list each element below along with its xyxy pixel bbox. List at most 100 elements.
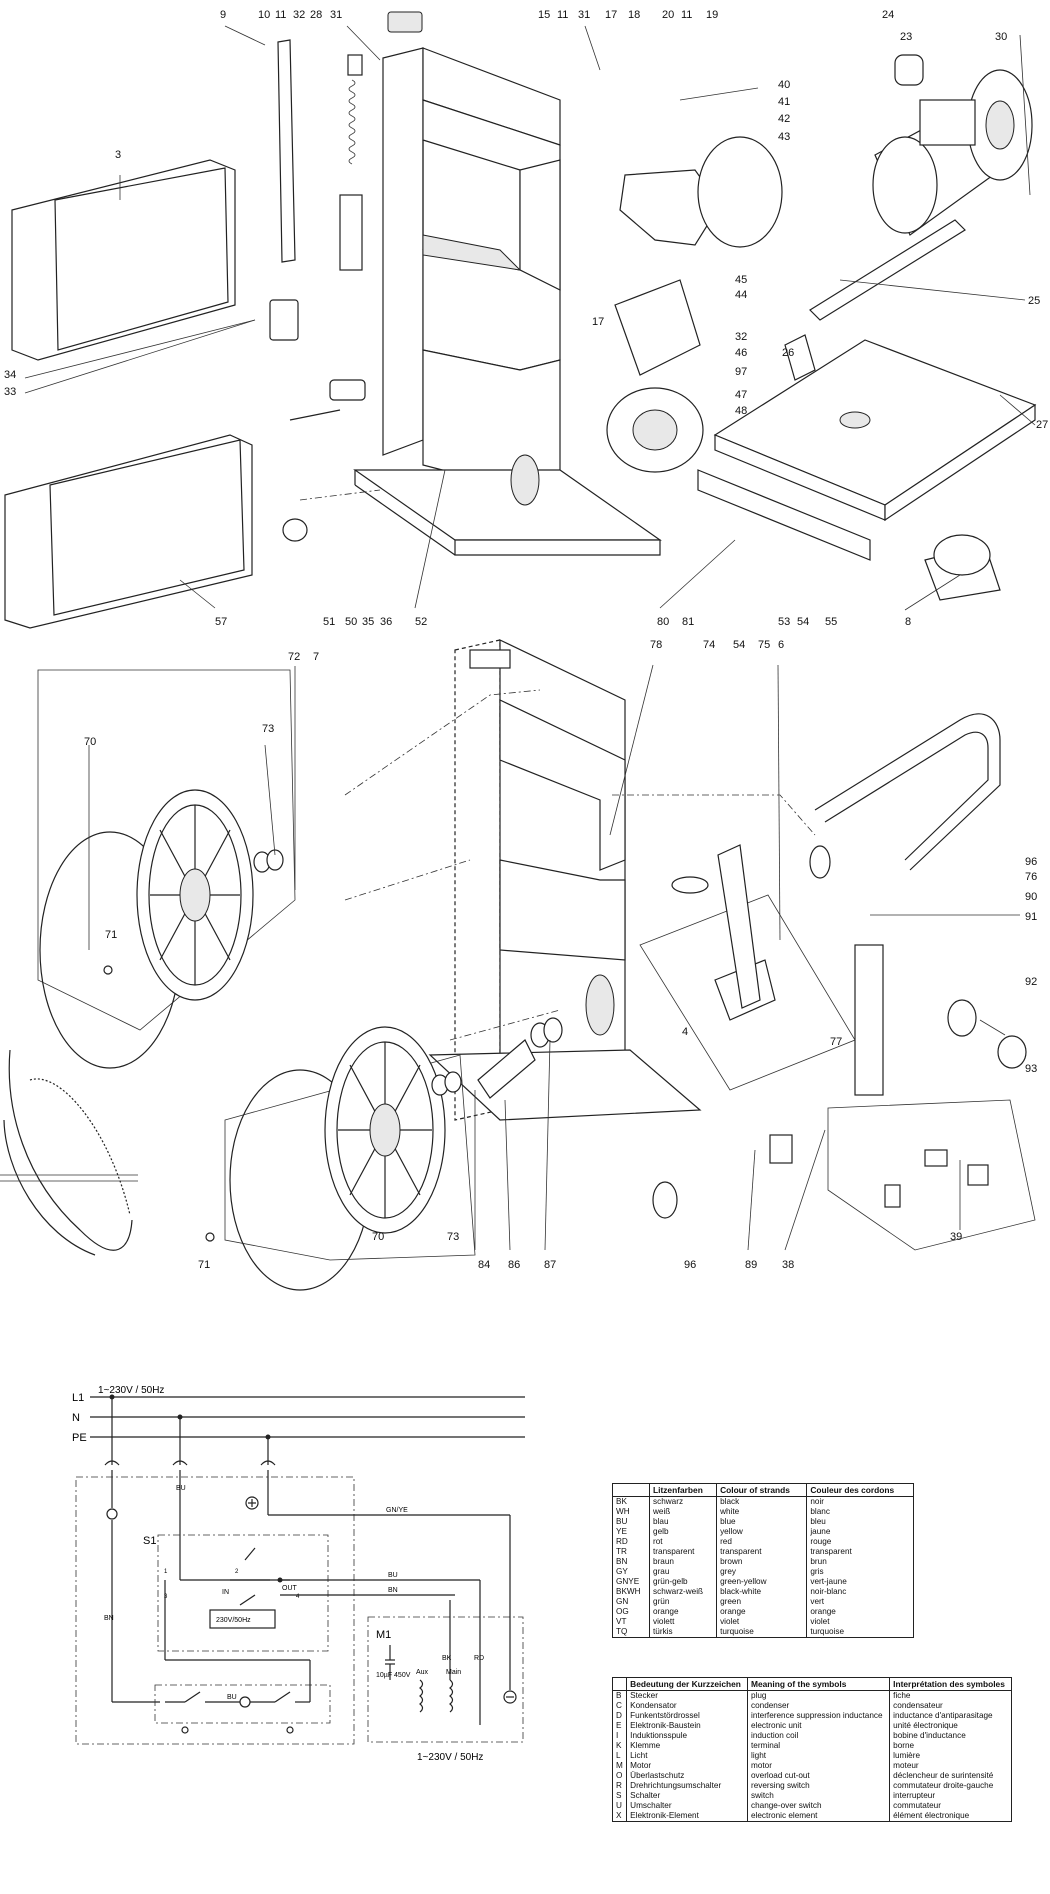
saw-blade-loop [0, 1049, 138, 1256]
wiring-diagram: 1~230V / 50Hz L1 N PE GN/YE S1 [72, 1385, 525, 1763]
colour-table-cell: blue [716, 1517, 807, 1527]
symbol-table-header-1: Bedeutung der Kurzzeichen [626, 1678, 748, 1691]
part-label-top-28: 26 [782, 347, 794, 359]
colour-table-cell: grau [649, 1567, 717, 1577]
colour-table-cell: transparent [806, 1547, 913, 1557]
colour-table-cell: schwarz [649, 1496, 717, 1507]
part-label-mid-6: 74 [703, 639, 715, 651]
symbol-table-cell: electronic element [746, 1811, 890, 1821]
part-label-top-4: 28 [310, 9, 322, 21]
colour-table-cell: gelb [649, 1527, 717, 1537]
symbol-table-cell: Drehrichtungsumschalter [626, 1781, 748, 1791]
part-label-top-14: 24 [882, 9, 894, 21]
colour-table-cell: RD [616, 1537, 628, 1546]
colour-table-cell: vert [806, 1597, 913, 1607]
part-label-mid-17: 93 [1025, 1063, 1037, 1075]
part-label-top-1: 10 [258, 9, 270, 21]
part-label-top-27: 46 [735, 347, 747, 359]
part-label-mid-18: 39 [950, 1231, 962, 1243]
line-l1-label: L1 [72, 1392, 84, 1404]
part-label-top-32: 27 [1036, 419, 1048, 431]
assembly-lines [299, 489, 816, 1041]
colour-table-cell: rot [649, 1537, 717, 1547]
terminal-4: 4 [296, 1594, 300, 1600]
part-label-top-6: 15 [538, 9, 550, 21]
colour-table-cell: BU [616, 1517, 628, 1526]
part-label-top-22: 45 [735, 274, 747, 286]
symbol-table-cell: I [616, 1731, 619, 1740]
colour-table-cell: orange [806, 1607, 913, 1617]
colour-table-cell: BK [616, 1497, 627, 1506]
colour-table-cell: YE [616, 1527, 627, 1536]
symbol-table-cell: Motor [626, 1761, 748, 1771]
symbol-table-cell: Stecker [626, 1690, 748, 1701]
symbol-table-cell: Kondensator [626, 1701, 748, 1711]
part-label-top-42: 81 [682, 616, 694, 628]
colour-table-cell: brun [806, 1557, 913, 1567]
part-label-top-41: 80 [657, 616, 669, 628]
symbol-table-cell: lumière [889, 1751, 1011, 1761]
symbol-table-cell: induction coil [746, 1731, 890, 1741]
part-label-top-23: 44 [735, 289, 747, 301]
symbol-table-cell: Überlastschutz [626, 1771, 748, 1781]
colour-table-cell: red [716, 1537, 807, 1547]
colour-table-cell: noir [806, 1496, 913, 1507]
part-label-mid-21: 71 [198, 1259, 210, 1271]
symbol-table-cell: condensateur [889, 1701, 1011, 1711]
part-label-mid-20: 73 [447, 1231, 459, 1243]
part-label-top-19: 41 [778, 96, 790, 108]
part-label-top-34: 33 [4, 386, 16, 398]
door-panel-upper [11, 159, 236, 361]
part-label-mid-27: 38 [782, 1259, 794, 1271]
part-label-top-13: 19 [706, 9, 718, 21]
colour-table-cell: BKWH [616, 1587, 641, 1596]
symbol-table-cell: M [616, 1761, 623, 1770]
part-label-mid-25: 96 [684, 1259, 696, 1271]
motor-supply-label: 1~230V / 50Hz [417, 1752, 483, 1763]
wire-bk-label: BK [442, 1655, 452, 1662]
part-label-mid-11: 76 [1025, 871, 1037, 883]
colour-table-cell: VT [616, 1617, 627, 1626]
terminal-2: 2 [235, 1569, 239, 1575]
symbol-table-cell: plug [746, 1690, 890, 1701]
symbol-table-cell: reversing switch [746, 1781, 890, 1791]
part-label-top-12: 11 [681, 9, 692, 21]
colour-table-cell: bleu [806, 1517, 913, 1527]
part-label-mid-26: 89 [745, 1259, 757, 1271]
symbol-table-cell: interrupteur [889, 1791, 1011, 1801]
colour-table-cell: violet [716, 1617, 807, 1627]
part-label-top-39: 36 [380, 616, 392, 628]
screw-kit [827, 1099, 1036, 1251]
part-label-mid-22: 84 [478, 1259, 490, 1271]
part-label-mid-12: 90 [1025, 891, 1037, 903]
part-label-top-44: 54 [797, 616, 809, 628]
colour-table-cell: braun [649, 1557, 717, 1567]
colour-table-cell: TR [616, 1547, 627, 1556]
part-label-mid-1: 7 [313, 651, 319, 663]
part-label-top-15: 23 [900, 31, 912, 43]
colour-table-cell: grün [649, 1597, 717, 1607]
colour-table-cell: TQ [616, 1627, 628, 1636]
part-label-top-24: 25 [1028, 295, 1040, 307]
symbol-table-cell: unité électronique [889, 1721, 1011, 1731]
part-label-top-0: 9 [220, 9, 226, 21]
part-label-top-16: 30 [995, 31, 1007, 43]
symbol-table-cell: E [616, 1721, 622, 1730]
symbol-table-cell: overload cut-out [746, 1771, 890, 1781]
wire-main-label: Main [446, 1669, 461, 1676]
part-label-mid-2: 70 [84, 736, 96, 748]
symbol-table-cell: D [616, 1711, 622, 1720]
colour-table-cell: transparent [649, 1547, 717, 1557]
symbol-table-cell: terminal [746, 1741, 890, 1751]
part-label-mid-8: 75 [758, 639, 770, 651]
